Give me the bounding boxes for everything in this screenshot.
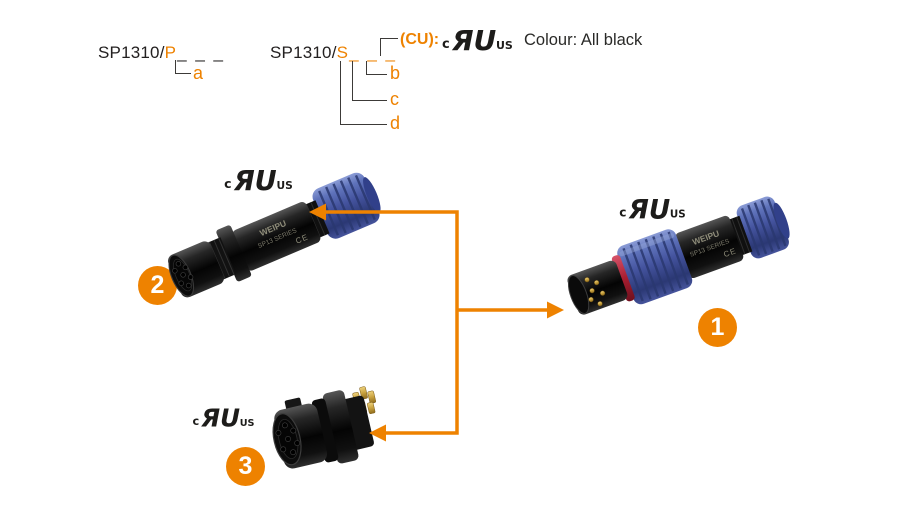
svg-text:c: c [442,37,450,52]
colour-note: Colour: All black [524,31,643,49]
ul-recognized-mark-icon: c ЯU US [193,404,255,431]
code-blanks: _ _ _ [349,43,397,62]
svg-text:US: US [240,418,255,429]
socket-holes [275,422,301,456]
option-label-c: c [390,89,399,109]
svg-text:c: c [619,205,626,219]
code-variant: S [336,43,349,62]
ul-recognized-mark-icon: c ЯU US [224,166,293,195]
option-label-d: d [390,113,401,133]
connector-plug-photo: WEIPU SP13 SERIES CE [567,196,790,315]
connector-panel-socket-photo [272,386,376,469]
code-prefix: SP1310/ [270,43,337,62]
ul-recognized-mark-icon: c ЯU US [442,24,513,55]
svg-text:US: US [276,179,292,192]
svg-text:US: US [496,39,513,52]
svg-text:ЯU: ЯU [628,195,671,223]
svg-text:c: c [193,414,200,428]
svg-text:c: c [224,176,231,191]
bracket-b [366,61,387,75]
code-blanks: _ _ _ [177,43,225,62]
svg-text:ЯU: ЯU [200,404,240,431]
socket-holes [172,261,194,289]
svg-text:CE: CE [722,246,737,259]
code-prefix: SP1310/ [98,43,165,62]
bracket-d [340,61,387,125]
badge-3: 3 [226,447,265,486]
svg-text:ЯU: ЯU [233,166,277,195]
bracket-a [175,60,191,74]
connector-inline-socket-photo: WEIPU SP13 SERIES CE [168,172,381,298]
ordering-code-plug: SP1310/P_ _ _ [98,43,225,63]
svg-text:US: US [670,208,686,220]
option-label-b: b [390,63,401,83]
bracket-cu [380,38,398,56]
option-label-a: a [193,63,204,83]
badge-1: 1 [698,308,737,347]
code-variant: P [164,43,177,62]
ul-recognized-mark-icon: c ЯU US [619,195,686,223]
svg-text:ЯU: ЯU [451,24,497,55]
seal-ring [611,255,635,302]
ordering-code-socket: SP1310/S_ _ _ [270,43,397,63]
plug-pins [584,277,606,307]
cu-label: (CU): [400,31,440,48]
bracket-c [352,61,387,101]
